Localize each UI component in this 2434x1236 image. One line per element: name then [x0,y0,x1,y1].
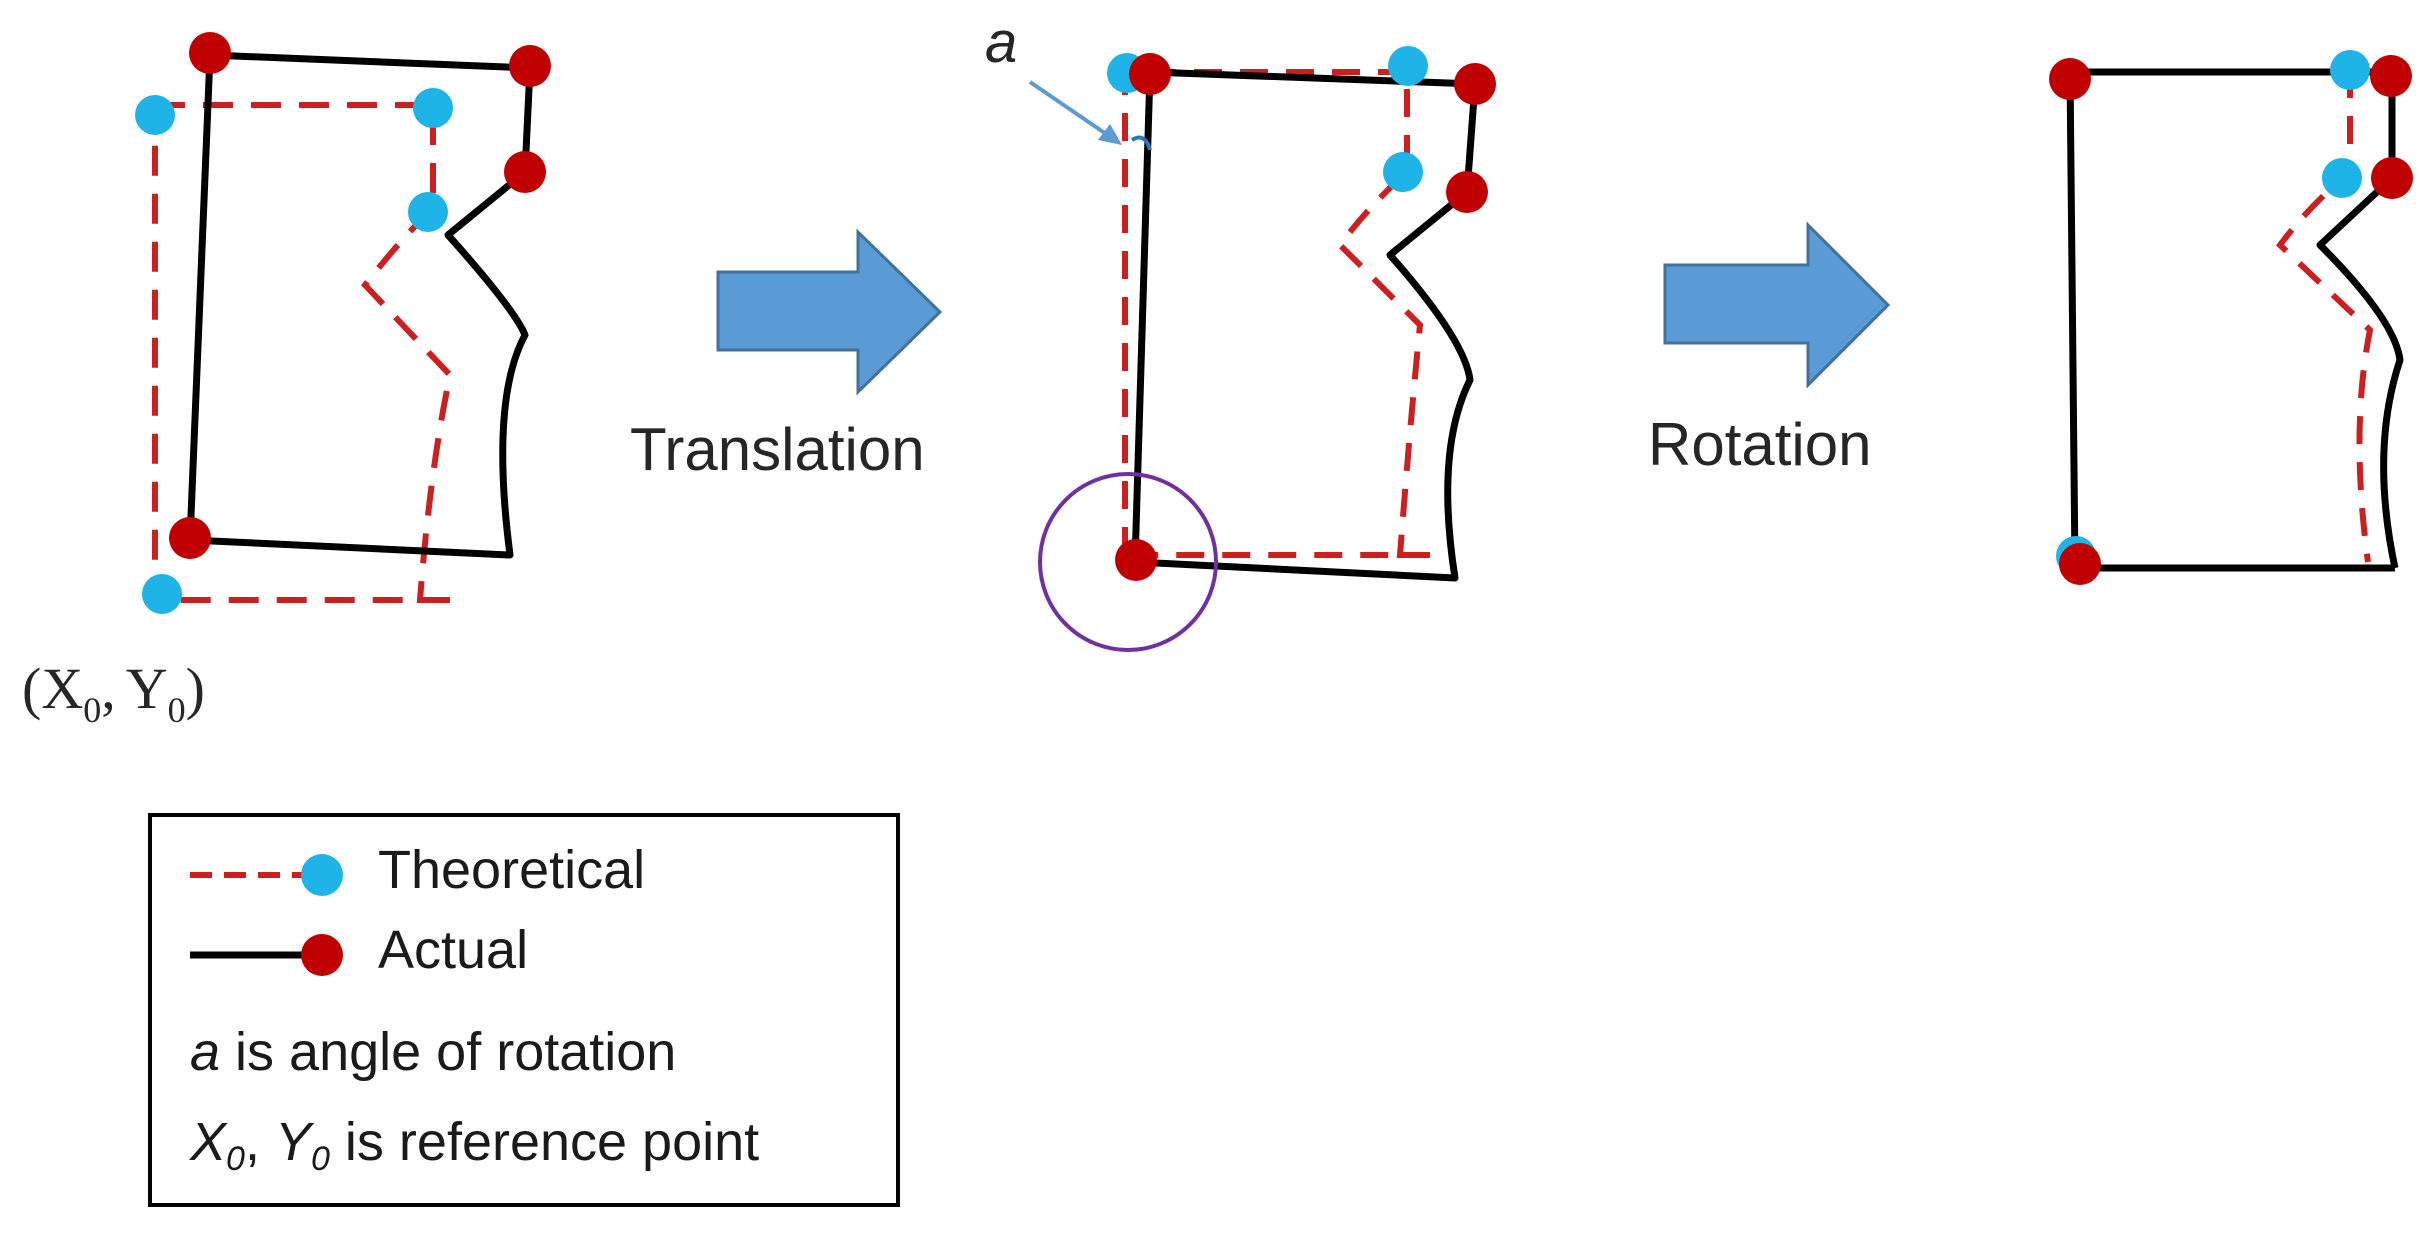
theoretical-point [2330,50,2370,90]
angle-arc [1130,135,1152,151]
actual-point [2371,157,2413,199]
right-arrow-icon [716,228,943,396]
theoretical-point [142,574,182,614]
actual-point [509,45,551,87]
theoretical-point [2322,158,2362,198]
angle-label: a [985,10,1017,75]
legend: Theoretical Actual a is angle of rotatio… [148,813,900,1207]
translation-step: Translation [630,228,943,483]
actual-point [1129,53,1171,95]
actual-point [1446,171,1488,213]
theoretical-point [135,95,175,135]
legend-theoretical-label: Theoretical [378,840,645,900]
actual-point [1115,539,1157,581]
panel-rotated [2049,50,2413,585]
actual-point [189,32,231,74]
rotation-label: Rotation [1648,411,1871,478]
theoretical-outline [152,102,454,603]
actual-outline [186,51,534,559]
actual-point [2049,58,2091,100]
legend-box [148,813,900,1207]
legend-angle-description: a is angle of rotation [190,1022,676,1082]
legend-reference-description: X0, Y0 is reference point [188,1112,759,1178]
angle-pointer-line [1028,80,1114,140]
right-arrow-icon [1663,221,1891,389]
theoretical-outline [1122,69,1430,558]
theoretical-legend-point [301,854,343,896]
actual-point [2370,55,2412,97]
translation-label: Translation [630,416,925,483]
legend-actual-label: Actual [378,920,528,980]
actual-legend-point [301,934,343,976]
panel-translated: a [985,10,1496,652]
theoretical-point [1383,152,1423,192]
actual-point [2059,543,2101,585]
actual-point [1454,63,1496,105]
reference-point-label: (X0,Y0) [22,656,205,730]
theoretical-point [413,88,453,128]
rotation-reference-circle [1038,472,1218,652]
actual-outline [2066,68,2404,572]
rotation-step: Rotation [1648,221,1891,478]
theoretical-point [1388,46,1428,86]
actual-point [504,151,546,193]
theoretical-point [408,192,448,232]
angle-pointer-arrowhead [1098,124,1122,145]
actual-point [169,517,211,559]
panel-initial: (X0,Y0) [22,32,551,730]
theoretical-outline [2072,69,2374,563]
actual-outline [1131,68,1479,582]
